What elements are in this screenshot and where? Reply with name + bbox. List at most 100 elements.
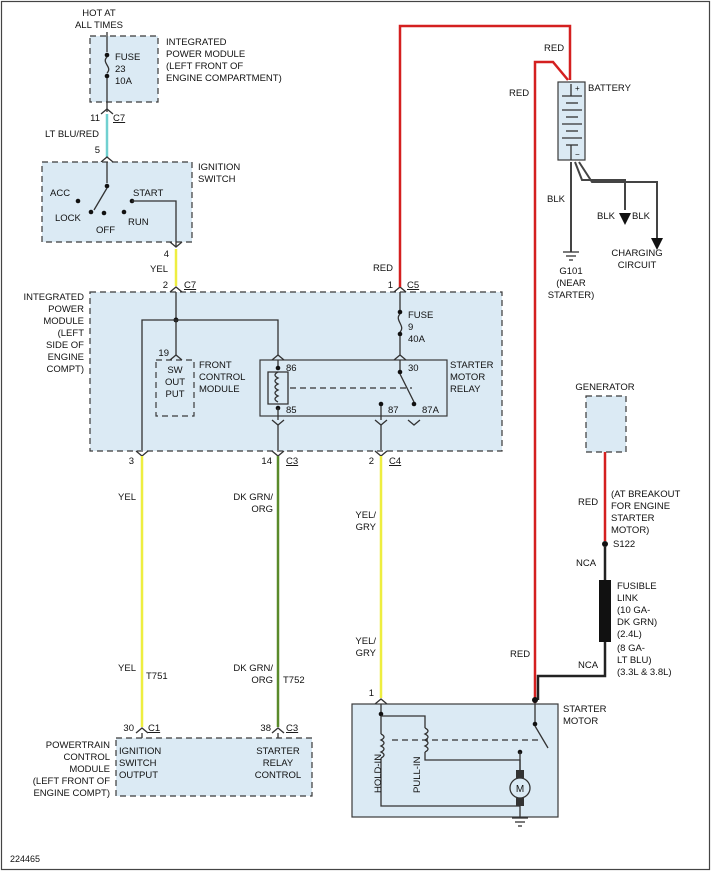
charging-circuit-1: CHARGING (611, 248, 662, 259)
ipm-main-title-3: MODULE (43, 316, 84, 327)
ipm-pin-mid: 14 (261, 456, 272, 467)
starter-title-1: STARTER (563, 704, 607, 715)
generator-breakout-4: MOTOR) (611, 525, 649, 536)
relay-pin-85: 85 (286, 405, 297, 416)
ipm-main-title-1: INTEGRATED (23, 292, 84, 303)
starter-title-2: MOTOR (563, 716, 598, 727)
ipm-top-title-1: INTEGRATED (166, 37, 227, 48)
connector-ipm-pin3 (135, 450, 149, 457)
fusible-5: (2.4L) (617, 629, 642, 640)
ipm-conn-c7: C7 (184, 280, 196, 291)
connector-fcm (169, 354, 183, 361)
starter-hold-in: HOLD-IN (373, 754, 384, 793)
pcm-inner-a-1: IGNITION (119, 746, 161, 757)
ipm-conn-mid: C3 (286, 456, 298, 467)
ignition-run: RUN (128, 217, 149, 228)
fcm-title-2: CONTROL (199, 372, 245, 383)
pcm-title-2: CONTROL (64, 752, 110, 763)
ignition-switch-box (41, 161, 193, 243)
fuse-9-label: FUSE (408, 310, 433, 321)
ipm-main-title-5: SIDE OF (46, 340, 84, 351)
fusible-2: LINK (617, 593, 639, 604)
starter-motor-m: M (516, 784, 524, 795)
ipm-main-title-2: POWER (48, 304, 84, 315)
generator-wire-red: RED (578, 497, 598, 508)
battery-red-top: RED (544, 43, 564, 54)
pcm-inner-a-2: SWITCH (119, 758, 157, 769)
pcm-pin-b: 38 (260, 723, 271, 734)
wire-dkgrn-a-2: ORG (251, 504, 273, 515)
ipm-conn-right: C4 (389, 456, 401, 467)
ignition-pin-out: 4 (164, 249, 169, 260)
ipm-top-title-3: (LEFT FRONT OF (166, 61, 243, 72)
wire-red-starter-battery (533, 60, 569, 703)
pcm-title-3: MODULE (69, 764, 110, 775)
ipm-pin-right: 2 (369, 456, 374, 467)
connector-relay-86 (271, 354, 285, 361)
ipm-pin-c5: 1 (388, 280, 393, 291)
charging-circuit-2: CIRCUIT (618, 260, 657, 271)
generator-box (585, 395, 627, 453)
wire-t751: T751 (146, 671, 168, 682)
ground-g101-1: G101 (559, 266, 582, 277)
relay-title-3: RELAY (450, 384, 481, 395)
pcm-box (115, 737, 313, 797)
wire-red-c5-label: RED (373, 263, 393, 274)
generator-breakout-1: (AT BREAKOUT (611, 489, 681, 500)
connector-ign-in (100, 156, 114, 163)
fusible-8: (3.3L & 3.8L) (617, 667, 672, 678)
wire-lt-blu-red-label: LT BLU/RED (45, 129, 99, 140)
battery-blk-1: BLK (547, 194, 566, 205)
starter-pull-in: PULL-IN (412, 756, 423, 793)
battery-label: BATTERY (588, 83, 632, 94)
wire-red-c5-battery (398, 24, 572, 287)
nca-top-label: NCA (576, 558, 597, 569)
battery-blk-3: BLK (632, 211, 651, 222)
splice-s122: S122 (613, 539, 635, 550)
hot-at-label-1: HOT AT (82, 8, 116, 19)
wire-yel-b: YEL (118, 663, 136, 674)
connector-pcm-c1 (135, 727, 149, 734)
wire-dkgrn-a-1: DK GRN/ (233, 492, 273, 503)
fcm-inner-3: PUT (166, 389, 185, 400)
ignition-title-1: IGNITION (198, 162, 240, 173)
relay-coil (267, 360, 289, 420)
pcm-inner-b-3: CONTROL (255, 770, 301, 781)
relay-switch (378, 360, 417, 420)
connector-ign-out (169, 241, 183, 248)
wire-dkgrn-b-1: DK GRN/ (233, 663, 273, 674)
starter-pin: 1 (369, 688, 374, 699)
wire-yelgry-a-2: GRY (356, 522, 377, 533)
fuse-23-rating: 10A (115, 76, 133, 87)
pcm-inner-b-2: RELAY (263, 758, 294, 769)
ignition-acc: ACC (50, 188, 70, 199)
svg-text:−: − (575, 150, 580, 159)
fcm-inner-1: SW (167, 365, 182, 376)
svg-text:+: + (575, 84, 580, 93)
battery-blk-2: BLK (597, 211, 616, 222)
connector-relay-30 (393, 354, 407, 361)
connector-starter (374, 698, 388, 705)
wire-yelgry-a-1: YEL/ (355, 510, 376, 521)
diagram-id: 224465 (10, 854, 40, 864)
wire-nca-bottom (536, 642, 607, 700)
splice-s122-dot (602, 541, 608, 547)
fcm-box (155, 359, 195, 417)
ipm-main-title-4: (LEFT (58, 328, 85, 339)
battery-red-left: RED (509, 88, 529, 99)
starter-internal (378, 697, 549, 827)
pcm-inner-b-1: STARTER (256, 746, 300, 757)
ipm-pin-c7: 2 (163, 280, 168, 291)
connector-relay-87a (407, 419, 421, 426)
ipm-internal-wiring (141, 292, 403, 450)
pcm-title-5: ENGINE COMPT) (33, 788, 110, 799)
ipm-main-title-6: ENGINE (48, 352, 84, 363)
pcm-inner-a-3: OUTPUT (119, 770, 158, 781)
fuse-9-number: 9 (408, 322, 413, 333)
relay-pin-87a: 87A (422, 405, 440, 416)
pcm-title-1: POWERTRAIN (46, 740, 110, 751)
nca-bottom-label: NCA (578, 660, 599, 671)
battery-symbol: + − (562, 84, 582, 160)
